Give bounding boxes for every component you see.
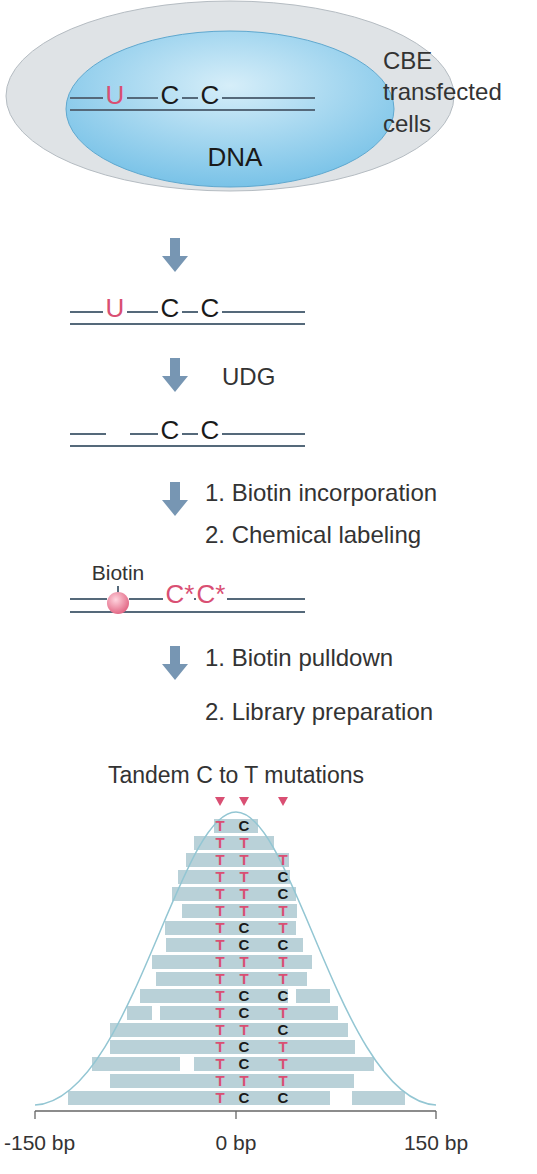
read-base: C <box>278 987 289 1004</box>
read-bar <box>110 1074 354 1088</box>
read-base: C <box>239 1089 250 1106</box>
base-letter: C <box>201 294 220 324</box>
read-base: T <box>215 902 224 919</box>
read-base: T <box>215 953 224 970</box>
mutation-markers <box>215 797 288 806</box>
step-label: UDG <box>222 363 275 391</box>
nucleus-shape: U CC DNA <box>65 30 395 188</box>
read-base: T <box>215 851 224 868</box>
read-base: T <box>239 885 248 902</box>
read-bar <box>165 921 296 935</box>
base-letter: C <box>161 294 180 324</box>
read-base: C <box>239 936 250 953</box>
read-base: T <box>278 902 287 919</box>
base-letter: C <box>201 416 220 446</box>
read-base: T <box>215 936 224 953</box>
read-base: T <box>215 868 224 885</box>
read-bar <box>92 1057 180 1071</box>
read-bar <box>68 1091 330 1105</box>
read-bar <box>127 1006 152 1020</box>
read-base: T <box>239 868 248 885</box>
read-base: T <box>215 885 224 902</box>
read-bar <box>178 870 290 884</box>
panel-title: Tandem C to T mutations <box>108 762 364 788</box>
read-base: T <box>239 834 248 851</box>
cell-shape: CBE transfected cellsUCCDNA <box>5 0 455 192</box>
read-base: C <box>239 817 250 834</box>
read-base: C <box>239 1004 250 1021</box>
read-base: T <box>239 953 248 970</box>
base-letter: C* <box>197 580 226 610</box>
biotin-bead <box>107 592 129 614</box>
base-letter: C <box>201 81 220 111</box>
read-base: T <box>215 1021 224 1038</box>
step-label: 2. Chemical labeling <box>205 521 421 549</box>
read-base: C <box>239 1055 250 1072</box>
read-bar <box>110 1040 355 1054</box>
read-base: T <box>278 1004 287 1021</box>
read-base: T <box>239 902 248 919</box>
read-base: T <box>239 1072 248 1089</box>
base-letter: U <box>106 81 125 111</box>
read-bar <box>296 989 330 1003</box>
read-base: C <box>239 987 250 1004</box>
read-base: T <box>278 851 287 868</box>
read-base: T <box>278 919 287 936</box>
step-label: 1. Biotin incorporation <box>205 479 437 507</box>
step-label: 2. Library preparation <box>205 698 433 726</box>
read-base: T <box>215 1038 224 1055</box>
read-base: T <box>215 987 224 1004</box>
cell-label: CBE transfected cells <box>383 45 533 139</box>
base-letter: C <box>161 81 180 111</box>
read-base: T <box>215 1089 224 1106</box>
read-base: T <box>215 1072 224 1089</box>
axis-label: 150 bp <box>404 1131 468 1155</box>
read-base: T <box>278 953 287 970</box>
read-base: C <box>278 1089 289 1106</box>
sequencing-reads <box>68 819 405 1105</box>
dna-strands <box>70 312 305 612</box>
read-base: T <box>215 970 224 987</box>
base-letter: C* <box>166 580 195 610</box>
read-base: C <box>239 919 250 936</box>
read-base: T <box>215 817 224 834</box>
read-bar <box>172 887 296 901</box>
read-base: T <box>215 1055 224 1072</box>
read-base: C <box>239 1038 250 1055</box>
base-letter: U <box>106 294 125 324</box>
read-base: C <box>278 936 289 953</box>
biotin-label: Biotin <box>92 561 145 585</box>
read-bar <box>140 989 288 1003</box>
axis-label: 0 bp <box>216 1131 257 1155</box>
read-bar <box>110 1023 348 1037</box>
read-base: T <box>278 1038 287 1055</box>
read-base: T <box>278 970 287 987</box>
axis <box>35 1111 436 1119</box>
read-base: T <box>239 970 248 987</box>
base-letter: C <box>161 416 180 446</box>
read-bar <box>186 853 289 867</box>
read-base: T <box>215 919 224 936</box>
read-base: C <box>278 868 289 885</box>
read-bar <box>352 1091 405 1105</box>
read-base: T <box>278 1055 287 1072</box>
dna-label: DNA <box>208 143 263 173</box>
read-base: C <box>278 1021 289 1038</box>
read-bar <box>194 836 274 850</box>
read-base: T <box>215 1004 224 1021</box>
step-label: 1. Biotin pulldown <box>205 644 393 672</box>
read-base: T <box>239 851 248 868</box>
read-base: T <box>239 1021 248 1038</box>
read-base: T <box>278 1072 287 1089</box>
read-base: T <box>215 834 224 851</box>
coverage-curve <box>35 812 436 1105</box>
axis-label: -150 bp <box>4 1131 75 1155</box>
read-bar <box>152 955 312 969</box>
read-base: C <box>278 885 289 902</box>
